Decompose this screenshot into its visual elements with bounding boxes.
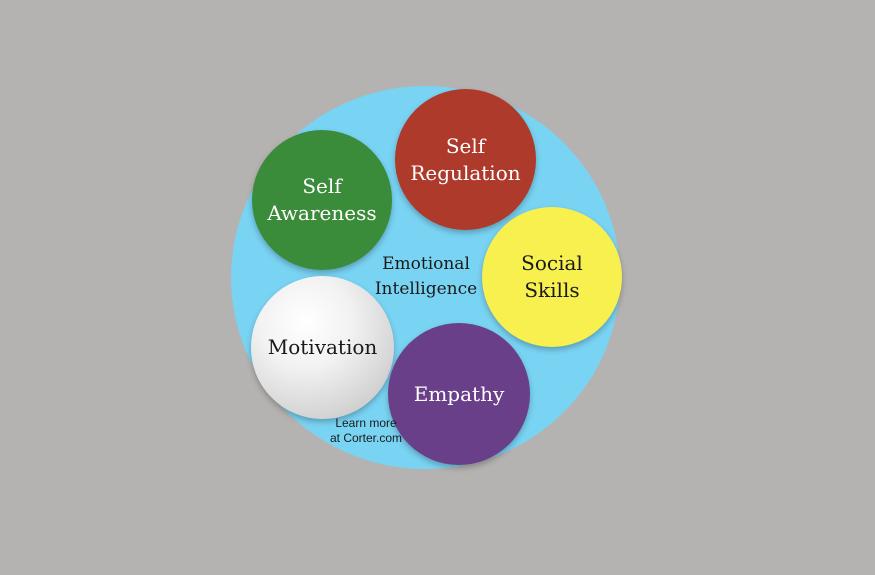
- footer-note: Learn more at Corter.com: [329, 416, 403, 445]
- node-label: Motivation: [267, 335, 378, 359]
- node-motivation: Motivation: [251, 276, 394, 419]
- node-social-skills: Social Skills: [482, 207, 622, 347]
- node-label: Empathy: [413, 381, 505, 406]
- node-self-awareness: Self Awareness: [252, 130, 392, 270]
- node-self-regulation: Self Regulation: [395, 89, 536, 230]
- node-label: Self Awareness: [267, 174, 377, 225]
- node-label: Social Skills: [521, 251, 583, 302]
- node-label: Self Regulation: [410, 133, 521, 185]
- node-empathy: Empathy: [388, 323, 530, 465]
- center-label: Emotional Intelligence: [374, 254, 478, 299]
